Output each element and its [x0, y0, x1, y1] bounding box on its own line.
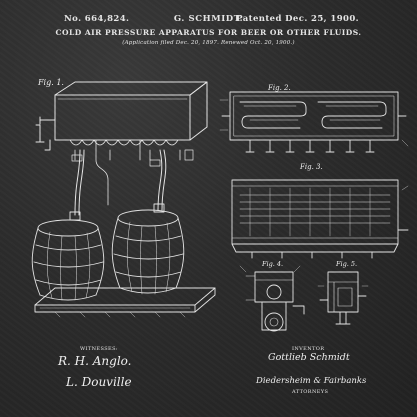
patent-number: No. 664,824.: [64, 14, 130, 24]
patent-date: Patented Dec. 25, 1900.: [236, 14, 359, 24]
figure-2-plan: [221, 91, 407, 153]
patent-title: COLD AIR PRESSURE APPARATUS FOR BEER OR …: [55, 28, 362, 37]
patent-header: No. 664,824. G. SCHMIDT. Patented Dec. 2…: [0, 0, 417, 60]
patent-inventor: G. SCHMIDT.: [173, 14, 244, 24]
figure-1-label: Fig. 1.: [38, 78, 64, 87]
attorneys-label: ATTORNEYS: [292, 389, 329, 395]
witness-signature-1: R. H. Anglo.: [58, 354, 132, 368]
inventor-signature: Gottlieb Schmidt: [268, 352, 350, 363]
figure-5-section: [319, 271, 367, 325]
attorney-signature: Diedersheim & Fairbanks: [256, 376, 367, 386]
figure-1-cooler: [35, 81, 208, 216]
figure-5-label: Fig. 5.: [336, 260, 358, 268]
figure-4-label: Fig. 4.: [262, 260, 284, 268]
figure-1-barrels: [31, 203, 216, 318]
witness-signature-2: L. Douville: [66, 375, 132, 389]
figure-3-elevation: [231, 179, 409, 259]
figure-3-label: Fig. 3.: [300, 163, 323, 171]
inventor-label: INVENTOR: [292, 346, 325, 352]
patent-application: (Application filed Dec. 20, 1897. Renewe…: [122, 40, 295, 46]
figure-2-label: Fig. 2.: [268, 84, 291, 92]
witnesses-label: WITNESSES:: [80, 346, 118, 352]
figure-4-section: [245, 271, 305, 332]
reference-leaders: [219, 99, 409, 287]
